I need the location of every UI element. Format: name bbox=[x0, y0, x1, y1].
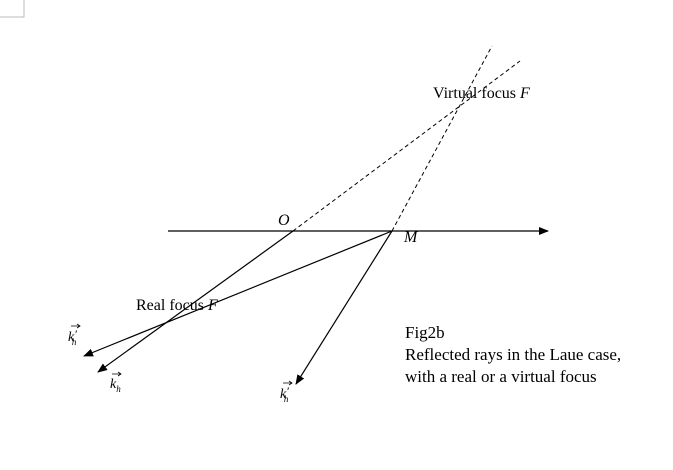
caption-line-1: Reflected rays in the Laue case, bbox=[405, 345, 622, 364]
virtual-extension-from-o bbox=[292, 60, 521, 232]
ray-m-k-h-prime bbox=[83, 230, 393, 357]
vector-arrow-mark bbox=[71, 323, 81, 329]
virtual-extension-from-m bbox=[391, 45, 493, 232]
real-focus-symbol: F bbox=[207, 297, 218, 314]
virtual-focus-symbol: F bbox=[519, 85, 530, 102]
label-virtual-focus: Virtual focus F bbox=[433, 85, 530, 102]
figure-caption: Fig2b Reflected rays in the Laue case, w… bbox=[405, 322, 665, 388]
caption-line-2: with a real or a virtual focus bbox=[405, 367, 597, 386]
label-real-focus: Real focus F bbox=[136, 297, 218, 314]
vector-label-k-h-prime-bottom: k′h bbox=[280, 380, 293, 404]
vector-label-k-h-prime-left: k′h bbox=[68, 323, 81, 347]
svg-text:kh: kh bbox=[110, 377, 121, 394]
vector-label-k-h-left: kh bbox=[110, 371, 122, 394]
real-focus-text: Real focus bbox=[136, 297, 204, 314]
ray-m-k-h bbox=[295, 230, 393, 385]
label-origin: O bbox=[278, 212, 290, 229]
caption-title: Fig2b bbox=[405, 323, 445, 342]
corner-mark bbox=[0, 0, 25, 18]
svg-text:k′h: k′h bbox=[280, 384, 289, 404]
svg-text:k′h: k′h bbox=[68, 327, 77, 347]
label-point-m: M bbox=[403, 229, 419, 246]
ray-o-k-h bbox=[97, 230, 294, 373]
virtual-focus-text: Virtual focus bbox=[433, 85, 516, 102]
vector-arrow-mark bbox=[283, 380, 293, 386]
vector-arrow-mark bbox=[112, 371, 122, 377]
